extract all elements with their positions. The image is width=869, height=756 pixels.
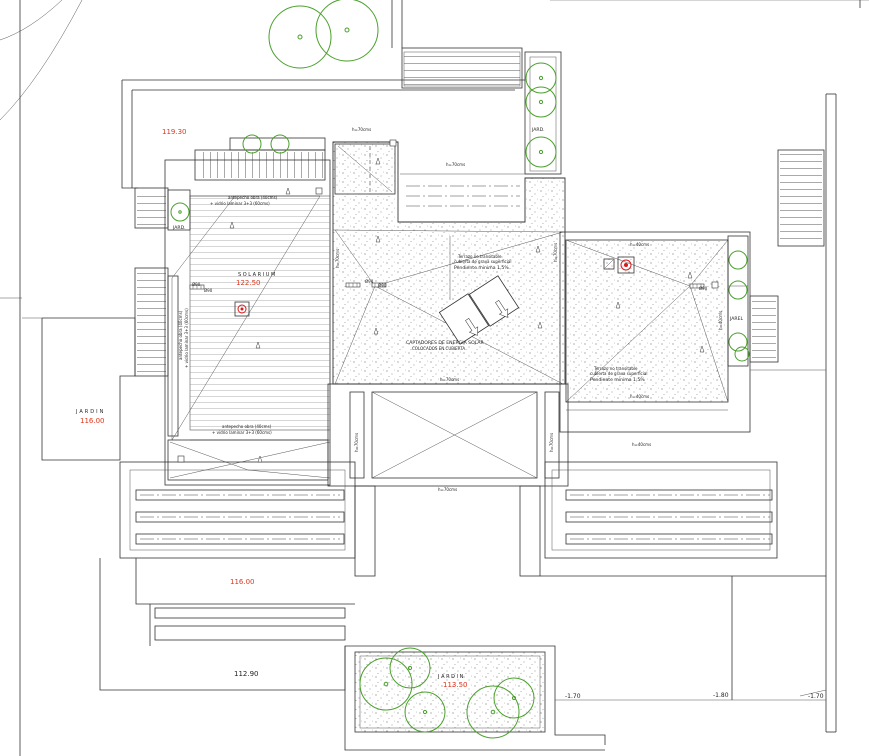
terrazo-east-3: Pendiente minima 1,5% — [590, 377, 645, 383]
level-11290: 112.90 — [234, 670, 259, 678]
arrow-icon — [699, 345, 705, 353]
jard-top: JARD. — [531, 127, 545, 133]
terrazo-east-1: Terrazo no transitable — [593, 366, 638, 371]
h70-vl: h=70cms — [335, 249, 340, 268]
terrazo-central-2: cubierta de grava superficial — [454, 259, 511, 264]
drain-icon — [177, 455, 185, 463]
solarium — [164, 159, 331, 486]
central-skylight — [327, 383, 569, 577]
h70-center: h=70cms — [440, 377, 459, 382]
jardin-west-label: JARDIN — [75, 409, 105, 415]
tree-icon — [270, 134, 290, 154]
tree-icon — [525, 136, 557, 168]
tree-icon — [389, 647, 431, 689]
h40-out: h=40cms — [632, 442, 651, 447]
left-stairs — [134, 137, 326, 377]
h70-vr2: h=70cms — [549, 433, 554, 452]
arrow-icon — [257, 455, 263, 463]
solar-caption-2: COLOCADOS EN CUBIERTA — [412, 346, 465, 351]
solarium-level: 122.50 — [236, 279, 261, 287]
tree-icon — [525, 62, 557, 94]
jardin-west-level: 116.00 — [80, 417, 105, 425]
level-m180: -1.80 — [713, 692, 729, 699]
arrow-icon — [255, 341, 261, 349]
drain-icon — [345, 282, 361, 288]
drain-icon — [711, 281, 719, 289]
bajante-3: Ø90 — [365, 279, 374, 284]
solarium-title: S O L A R I U M — [238, 272, 275, 278]
drains — [177, 139, 719, 463]
labels: 119.30 S O L A R I U M 122.50 JARDIN 116… — [75, 127, 824, 700]
tree-icon — [268, 5, 332, 69]
arrow-icon — [535, 245, 541, 253]
bajante-4: Ø90 — [378, 283, 387, 288]
arrow-icon — [615, 301, 621, 309]
arrow-icon — [687, 271, 693, 279]
level-11930: 119.30 — [162, 128, 187, 136]
antepecho-bot-2: + vidrio laminar 3+3 (60cms) — [212, 430, 272, 435]
jardin-south-level: 113.50 — [443, 681, 468, 689]
level-116-lower: 116.00 — [230, 578, 255, 586]
trees — [170, 0, 750, 739]
solar-caption-1: CAPTADORES DE ENERGIA SOLAR — [406, 340, 485, 346]
drain-icon — [189, 284, 205, 290]
arrow-icon — [229, 221, 235, 229]
arrow-icon — [375, 235, 381, 243]
level-m170-b: -1.70 — [808, 693, 824, 700]
antepecho-side-1: antepecho obra (40cms) — [178, 310, 183, 360]
h40-side: h=40cms — [718, 311, 723, 330]
tree-icon — [359, 657, 413, 711]
terrazo-central-1: Terrazo no transitable — [457, 254, 502, 259]
terrazo-central-3: Pendiente minima 1,5% — [454, 265, 509, 271]
h70-top: h=70cms — [352, 127, 371, 132]
tree-icon — [242, 134, 262, 154]
central-roof — [332, 141, 566, 385]
tree-icon — [728, 280, 748, 300]
arrow-icon — [285, 187, 291, 195]
drain-icon — [389, 139, 397, 147]
antepecho-bot-1: antepecho obra (40cms) — [222, 424, 272, 429]
antepecho-top-2: + vidrio laminar 3+3 (60cms) — [210, 201, 270, 206]
west-garden — [22, 317, 136, 461]
tree-icon — [493, 677, 535, 719]
bajante-5: Ø90 — [699, 286, 708, 291]
tree-icon — [404, 691, 446, 733]
drain-icon — [689, 283, 705, 289]
h70-vl2: h=70cms — [354, 433, 359, 452]
jardin-south-label: J A R D I N — [437, 674, 464, 680]
bajante-2: Ø90 — [204, 288, 213, 293]
terrazo-east-2: cubierta de grava superficial — [590, 371, 647, 376]
tree-icon — [170, 202, 190, 222]
lower-terraces — [119, 461, 778, 559]
h70-upper: h=70cms — [446, 162, 465, 167]
tree-icon — [728, 250, 748, 270]
tree-icon — [728, 332, 748, 352]
level-m170-a: -1.70 — [565, 693, 581, 700]
bajante-1: Ø90 — [192, 282, 201, 287]
arrow-icon — [375, 157, 381, 165]
ground-floor — [99, 558, 827, 751]
h40-top: h=40cms — [630, 242, 649, 247]
drain-icon — [315, 187, 323, 195]
tree-icon — [525, 86, 557, 118]
south-garden — [354, 651, 546, 733]
h70-vr: h=70cms — [553, 243, 558, 262]
jard-left: JARD. — [172, 225, 186, 231]
antepecho-side-2: + vidrio laminar 3+3 (60cms) — [184, 308, 189, 368]
arrow-icon — [537, 321, 543, 329]
jard-right: JAREL — [729, 316, 744, 322]
h40-bot: h=40cms — [630, 394, 649, 399]
drain-icon — [371, 282, 387, 288]
antepecho-top-1: antepecho obra (40cms) — [228, 195, 278, 200]
upper-house-outline — [121, 47, 562, 189]
h70-lower: h=70cms — [438, 487, 457, 492]
arrow-icon — [373, 327, 379, 335]
tree-icon — [315, 0, 379, 62]
slope-arrows — [229, 157, 705, 463]
tree-icon — [466, 685, 520, 739]
tree-icon — [734, 346, 750, 362]
east-roof — [559, 149, 826, 433]
